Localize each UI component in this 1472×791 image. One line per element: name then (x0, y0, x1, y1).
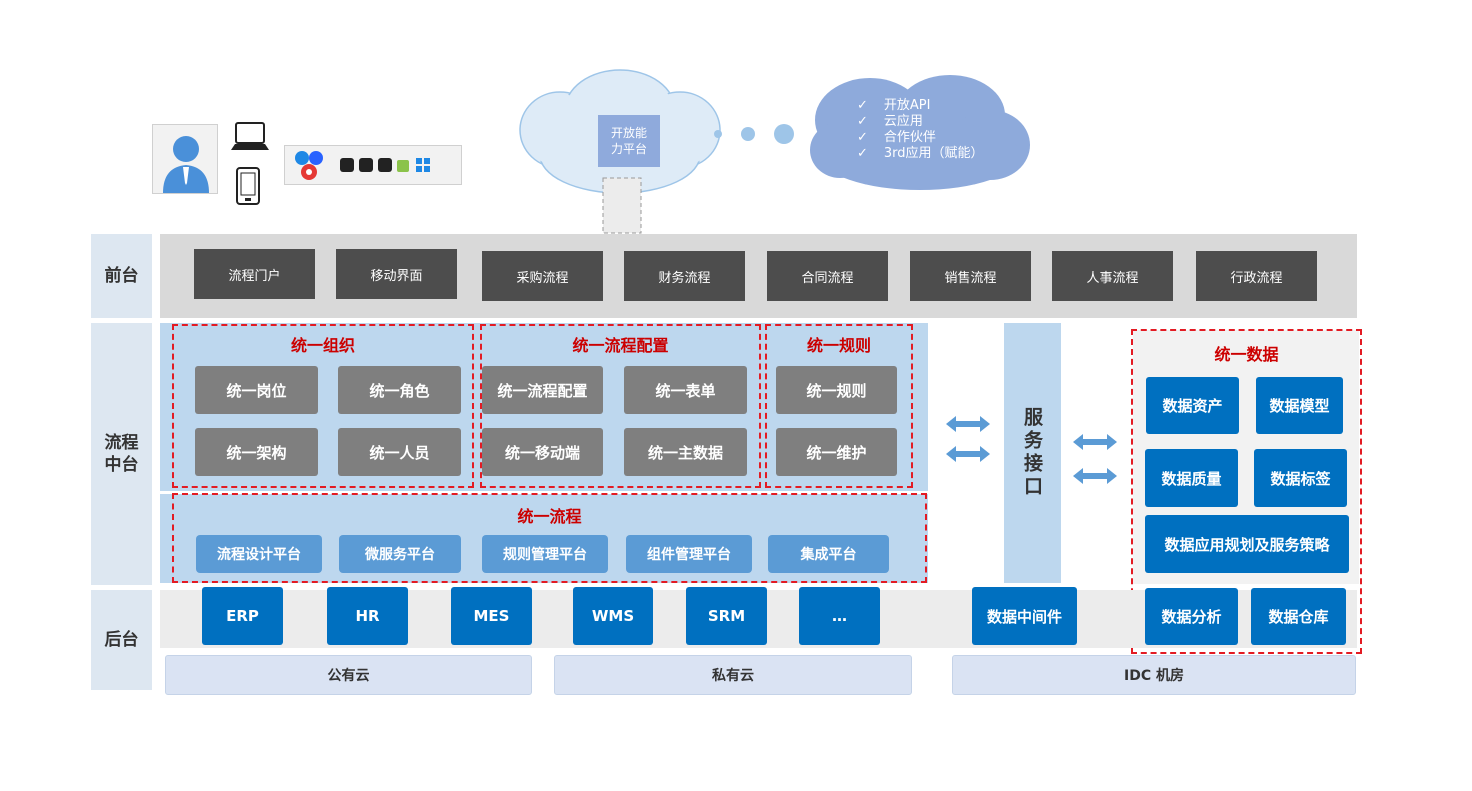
feature-item: ✓3rd应用（赋能） (857, 146, 984, 161)
feature-item: ✓开放API (857, 98, 931, 113)
phone-icon (235, 166, 261, 206)
process-item-component[interactable]: 组件管理平台 (626, 535, 752, 573)
backend-srm[interactable]: SRM (686, 587, 767, 645)
row-label-middle: 流程 中台 (91, 323, 152, 585)
public-cloud-bar: 公有云 (165, 655, 532, 695)
data-item-tags[interactable]: 数据标签 (1254, 449, 1347, 507)
group-data (1131, 329, 1362, 654)
service-interface-panel: 服务接口 (1004, 323, 1061, 583)
backend-erp[interactable]: ERP (202, 587, 283, 645)
front-btn-finance[interactable]: 财务流程 (624, 251, 745, 301)
user-icon (163, 136, 209, 193)
double-arrow-icon (946, 416, 990, 462)
backend-hr[interactable]: HR (327, 587, 408, 645)
platform-icons-card (284, 145, 462, 185)
config-item-mobile[interactable]: 统一移动端 (482, 428, 603, 476)
group-rules-title: 统一规则 (806, 336, 871, 355)
org-item-position[interactable]: 统一岗位 (195, 366, 318, 414)
bidirectional-arrows-right (1073, 434, 1117, 484)
front-btn-hr[interactable]: 人事流程 (1052, 251, 1173, 301)
front-btn-sales[interactable]: 销售流程 (910, 251, 1031, 301)
group-config (480, 324, 761, 488)
config-item-process[interactable]: 统一流程配置 (482, 366, 603, 414)
group-process-title: 统一流程 (517, 507, 582, 526)
rules-item-maintain[interactable]: 统一维护 (776, 428, 897, 476)
wechat-icon (340, 158, 354, 172)
data-item-warehouse[interactable]: 数据仓库 (1251, 588, 1346, 645)
config-item-masterdata[interactable]: 统一主数据 (624, 428, 747, 476)
capability-platform-box: 开放能 力平台 (598, 115, 660, 167)
double-arrow-icon (1073, 434, 1117, 484)
feature-item: ✓云应用 (857, 114, 923, 129)
apple-icon (378, 158, 392, 172)
user-avatar-card (152, 124, 218, 194)
windows-icon (416, 158, 422, 164)
group-org (172, 324, 474, 488)
backend-wms[interactable]: WMS (573, 587, 653, 645)
process-item-microservice[interactable]: 微服务平台 (339, 535, 461, 573)
process-item-rules[interactable]: 规则管理平台 (482, 535, 608, 573)
data-middleware[interactable]: 数据中间件 (972, 587, 1077, 645)
data-item-model[interactable]: 数据模型 (1256, 377, 1343, 434)
open-features-list: ✓开放API ✓云应用 ✓合作伙伴 ✓3rd应用（赋能） (857, 98, 1017, 162)
data-item-assets[interactable]: 数据资产 (1146, 377, 1239, 434)
group-process (172, 493, 927, 583)
org-item-role[interactable]: 统一角色 (338, 366, 461, 414)
data-item-strategy[interactable]: 数据应用规划及服务策略 (1145, 515, 1349, 573)
row-label-front: 前台 (91, 234, 152, 318)
org-item-structure[interactable]: 统一架构 (195, 428, 318, 476)
config-item-form[interactable]: 统一表单 (624, 366, 747, 414)
private-cloud-bar: 私有云 (554, 655, 912, 695)
process-item-design[interactable]: 流程设计平台 (196, 535, 322, 573)
data-item-quality[interactable]: 数据质量 (1145, 449, 1238, 507)
android-icon (397, 160, 409, 172)
front-btn-contract[interactable]: 合同流程 (767, 251, 888, 301)
idc-room-bar: IDC 机房 (952, 655, 1356, 695)
group-data-title: 统一数据 (1214, 345, 1279, 364)
bidirectional-arrows-left (946, 416, 990, 462)
front-btn-mobile[interactable]: 移动界面 (336, 249, 457, 299)
feature-item: ✓合作伙伴 (857, 130, 936, 145)
backend-more[interactable]: … (799, 587, 880, 645)
process-item-integration[interactable]: 集成平台 (768, 535, 889, 573)
front-btn-portal[interactable]: 流程门户 (194, 249, 315, 299)
group-rules (765, 324, 913, 488)
rules-item-rules[interactable]: 统一规则 (776, 366, 897, 414)
org-item-personnel[interactable]: 统一人员 (338, 428, 461, 476)
service-interface-label: 服务接口 (1021, 407, 1043, 499)
front-btn-purchase[interactable]: 采购流程 (482, 251, 603, 301)
backend-mes[interactable]: MES (451, 587, 532, 645)
group-config-title: 统一流程配置 (572, 336, 669, 355)
ie-icon (295, 151, 309, 165)
front-btn-admin[interactable]: 行政流程 (1196, 251, 1317, 301)
laptop-icon (229, 120, 271, 156)
group-org-title: 统一组织 (290, 336, 355, 355)
capability-platform-label: 开放能 力平台 (610, 126, 647, 156)
safari-icon (309, 151, 323, 165)
data-item-analysis[interactable]: 数据分析 (1145, 588, 1238, 645)
row-label-back: 后台 (91, 590, 152, 690)
message-icon (359, 158, 373, 172)
